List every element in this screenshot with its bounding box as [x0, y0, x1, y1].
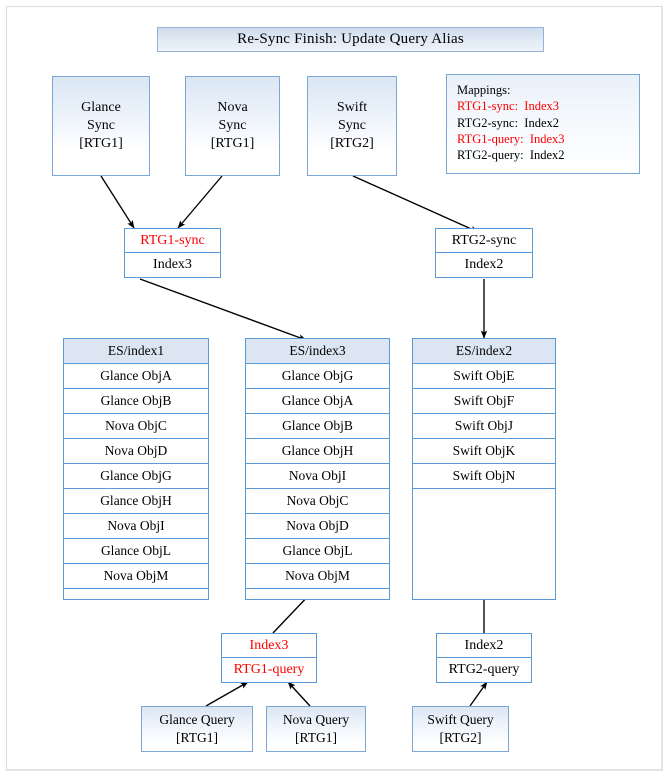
es-index-1-row: Glance ObjG — [64, 464, 208, 489]
es-index-1-row: Nova ObjD — [64, 439, 208, 464]
alias-box-rtg2-query-index: Index2 — [437, 634, 531, 658]
mapping-row-rtg2-sync: RTG2-sync: Index2 — [457, 115, 639, 131]
es-index-2-row: Swift ObjF — [413, 389, 555, 414]
es-index-1-row: Glance ObjA — [64, 364, 208, 389]
mapping-row-rtg1-sync-text: RTG1-sync: Index3 — [457, 99, 560, 114]
sync-box-glance-line3: [RTG1] — [79, 136, 123, 152]
arrow-rtg1-to-esindex3 — [139, 278, 307, 341]
alias-box-rtg1-sync-name: RTG1-sync — [125, 229, 220, 253]
es-index-2-row: Swift ObjJ — [413, 414, 555, 439]
es-index-1-header: ES/index1 — [64, 339, 208, 364]
sync-box-glance[interactable]: Glance Sync [RTG1] — [52, 76, 150, 176]
alias-box-rtg1-sync[interactable]: RTG1-sync Index3 — [124, 228, 221, 278]
sync-box-nova-line1: Nova — [217, 99, 248, 115]
alias-box-rtg2-sync-index: Index2 — [464, 257, 504, 272]
es-index-3-row: Nova ObjC — [246, 489, 389, 514]
arrow-nova-query-to-index3 — [287, 681, 311, 707]
query-box-nova-line2: [RTG1] — [295, 730, 337, 745]
es-index-1-row: Nova ObjC — [64, 414, 208, 439]
mapping-row-rtg1-query-text: RTG1-query: Index3 — [457, 131, 565, 146]
query-box-glance-line1: Glance Query — [159, 712, 235, 728]
sync-box-swift-line2: Sync — [338, 117, 366, 133]
alias-box-rtg2-query-name: RTG2-query — [448, 662, 520, 677]
alias-box-rtg2-sync[interactable]: RTG2-sync Index2 — [435, 228, 533, 278]
arrow-nova-sync-to-rtg1 — [177, 175, 223, 229]
es-index-1-empty-row — [64, 589, 208, 599]
es-index-3-row: Glance ObjG — [246, 364, 389, 389]
es-index-3-row: Nova ObjI — [246, 464, 389, 489]
es-index-3-row: Glance ObjB — [246, 414, 389, 439]
query-box-glance[interactable]: Glance Query [RTG1] — [141, 706, 253, 752]
arrow-swift-query-to-index2 — [469, 681, 488, 707]
query-box-swift[interactable]: Swift Query [RTG2] — [412, 706, 509, 752]
es-index-table-1: ES/index1 Glance ObjA Glance ObjB Nova O… — [63, 338, 209, 600]
sync-box-nova[interactable]: Nova Sync [RTG1] — [185, 76, 280, 176]
es-index-3-row: Nova ObjM — [246, 564, 389, 589]
es-index-1-row: Glance ObjL — [64, 539, 208, 564]
sync-box-swift-line1: Swift — [336, 99, 368, 115]
es-index-2-header: ES/index2 — [413, 339, 555, 364]
es-index-1-row: Nova ObjI — [64, 514, 208, 539]
es-index-3-header: ES/index3 — [246, 339, 389, 364]
arrow-swift-sync-to-rtg2 — [352, 175, 479, 233]
arrow-glance-query-to-index3 — [205, 681, 249, 707]
arrow-glance-sync-to-rtg1 — [100, 175, 135, 229]
alias-box-rtg2-sync-name: RTG2-sync — [436, 229, 532, 253]
mapping-row-rtg2-query: RTG2-query: Index2 — [457, 147, 639, 163]
alias-box-rtg1-query-name: RTG1-query — [233, 662, 305, 677]
es-index-1-row: Nova ObjM — [64, 564, 208, 589]
es-index-3-empty-row — [246, 589, 389, 599]
es-index-3-row: Nova ObjD — [246, 514, 389, 539]
es-index-3-row: Glance ObjA — [246, 389, 389, 414]
mappings-legend: Mappings: RTG1-sync: Index3 RTG2-sync: I… — [446, 74, 640, 174]
es-index-3-row: Glance ObjL — [246, 539, 389, 564]
es-index-1-row: Glance ObjB — [64, 389, 208, 414]
alias-box-rtg1-sync-index: Index3 — [153, 257, 192, 272]
mapping-row-rtg2-sync-text: RTG2-sync: Index2 — [457, 115, 560, 130]
es-index-table-3: ES/index3 Glance ObjG Glance ObjA Glance… — [245, 338, 390, 600]
sync-box-swift-line3: [RTG2] — [330, 136, 374, 152]
sync-box-swift[interactable]: Swift Sync [RTG2] — [307, 76, 397, 176]
es-index-table-2: ES/index2 Swift ObjE Swift ObjF Swift Ob… — [412, 338, 556, 600]
mapping-row-rtg1-sync: RTG1-sync: Index3 — [457, 98, 639, 114]
query-box-glance-line2: [RTG1] — [176, 730, 218, 745]
sync-box-nova-line3: [RTG1] — [210, 136, 255, 152]
alias-box-rtg2-query[interactable]: Index2 RTG2-query — [436, 633, 532, 683]
query-box-swift-line1: Swift Query — [427, 712, 494, 728]
query-box-swift-line2: [RTG2] — [439, 730, 482, 745]
mappings-heading: Mappings: — [457, 83, 511, 97]
es-index-2-row: Swift ObjK — [413, 439, 555, 464]
query-box-nova[interactable]: Nova Query [RTG1] — [266, 706, 366, 752]
es-index-3-row: Glance ObjH — [246, 439, 389, 464]
sync-box-glance-line1: Glance — [81, 99, 121, 115]
es-index-2-row: Swift ObjN — [413, 464, 555, 489]
mapping-row-rtg2-query-text: RTG2-query: Index2 — [457, 148, 565, 162]
es-index-2-empty-row — [413, 489, 555, 599]
mapping-row-rtg1-query: RTG1-query: Index3 — [457, 131, 639, 147]
es-index-1-row: Glance ObjH — [64, 489, 208, 514]
es-index-2-row: Swift ObjE — [413, 364, 555, 389]
alias-box-rtg1-query-index: Index3 — [222, 634, 316, 658]
alias-box-rtg1-query[interactable]: Index3 RTG1-query — [221, 633, 317, 683]
sync-box-nova-line2: Sync — [218, 117, 247, 133]
page-title: Re-Sync Finish: Update Query Alias — [157, 27, 544, 52]
query-box-nova-line1: Nova Query — [282, 712, 350, 728]
sync-box-glance-line2: Sync — [87, 117, 115, 133]
